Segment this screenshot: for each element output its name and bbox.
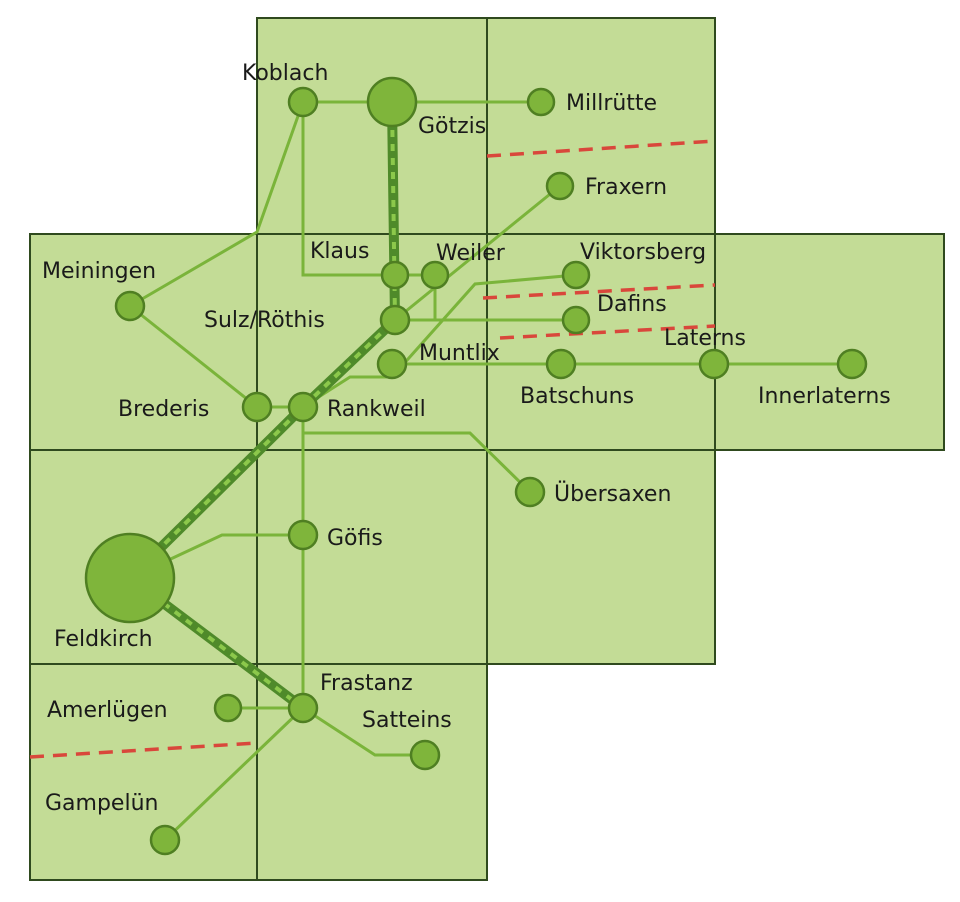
label-goetzis: Götzis — [418, 114, 486, 139]
label-batschuns: Batschuns — [520, 384, 634, 409]
label-sulz: Sulz/Röthis — [204, 308, 325, 333]
zone-cell — [714, 233, 945, 451]
station-weiler[interactable] — [420, 260, 450, 290]
label-fraxern: Fraxern — [585, 175, 667, 200]
station-koblach[interactable] — [287, 86, 319, 118]
station-amerluegen[interactable] — [213, 693, 243, 723]
label-frastanz: Frastanz — [320, 671, 413, 696]
label-muntlix: Muntlix — [419, 341, 500, 366]
station-goetzis[interactable] — [366, 76, 418, 128]
route-line — [303, 431, 532, 494]
station-batschuns[interactable] — [545, 348, 577, 380]
station-feldkirch[interactable] — [84, 532, 176, 624]
border-line — [499, 324, 716, 340]
label-goefis: Göfis — [327, 526, 383, 551]
station-laterns[interactable] — [698, 348, 730, 380]
zone-cell — [29, 233, 258, 451]
route-line — [163, 706, 305, 842]
label-amerluegen: Amerlügen — [47, 698, 168, 723]
station-millruette[interactable] — [526, 87, 556, 117]
station-sulz[interactable] — [379, 304, 411, 336]
label-gampeluen: Gampelün — [45, 791, 158, 816]
station-klaus[interactable] — [380, 260, 410, 290]
border-line — [29, 741, 258, 759]
station-innerlaterns[interactable] — [836, 348, 868, 380]
station-brederis[interactable] — [241, 391, 273, 423]
label-uebersaxen: Übersaxen — [554, 481, 671, 507]
station-gampeluen[interactable] — [149, 824, 181, 856]
label-brederis: Brederis — [118, 397, 209, 422]
label-klaus: Klaus — [310, 239, 369, 264]
zone-cell — [486, 17, 716, 235]
label-innerlaterns: Innerlaterns — [758, 384, 891, 409]
label-feldkirch: Feldkirch — [54, 627, 153, 652]
route-line — [302, 706, 425, 757]
label-millruette: Millrütte — [566, 91, 657, 116]
border-line — [482, 283, 716, 300]
label-meiningen: Meiningen — [42, 259, 156, 284]
station-goefis[interactable] — [287, 519, 319, 551]
label-rankweil: Rankweil — [327, 397, 426, 422]
label-viktorsberg: Viktorsberg — [580, 240, 706, 265]
label-dafins: Dafins — [597, 292, 667, 317]
station-frastanz[interactable] — [287, 692, 319, 724]
borders — [29, 139, 716, 759]
border-line — [486, 139, 716, 158]
station-meiningen[interactable] — [114, 290, 146, 322]
station-fraxern[interactable] — [545, 171, 575, 201]
label-laterns: Laterns — [664, 326, 746, 351]
label-satteins: Satteins — [362, 708, 452, 733]
route-line — [129, 304, 258, 409]
station-dafins[interactable] — [561, 305, 591, 335]
station-viktorsberg[interactable] — [561, 260, 591, 290]
station-muntlix[interactable] — [376, 348, 408, 380]
station-satteins[interactable] — [409, 739, 441, 771]
label-koblach: Koblach — [242, 61, 328, 86]
station-labels: Koblach Götzis Millrütte Fraxern Klaus W… — [42, 61, 891, 816]
route-line — [301, 102, 395, 277]
main-line-dash — [126, 101, 398, 710]
label-weiler: Weiler — [436, 241, 506, 266]
zone-cell — [256, 449, 488, 665]
route-line — [394, 184, 561, 322]
station-uebersaxen[interactable] — [514, 476, 546, 508]
zone-cell — [486, 233, 716, 451]
route-line — [129, 101, 305, 308]
station-rankweil[interactable] — [287, 391, 319, 423]
stations — [84, 76, 868, 856]
